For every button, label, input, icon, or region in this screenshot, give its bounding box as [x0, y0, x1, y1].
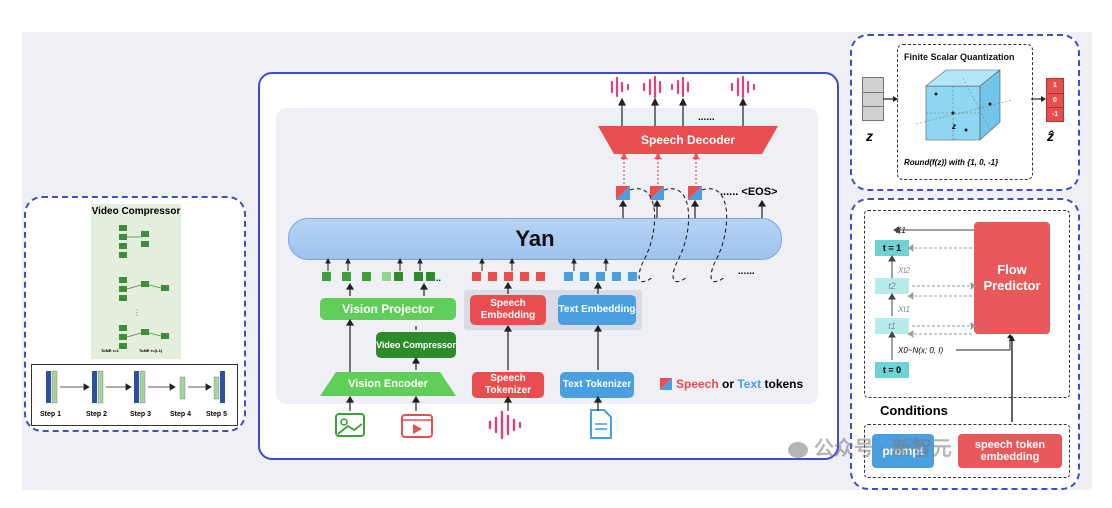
z-cell-2	[863, 93, 883, 107]
speech-embedding-box: Speech Embedding	[470, 295, 546, 325]
vision-arrows	[345, 282, 429, 372]
step-5-label: Step 5	[206, 411, 228, 418]
fsq-title: Finite Scalar Quantization	[904, 52, 1015, 62]
steps-strip: Step 1 Step 2 Step 3 Step 4 Step 5	[31, 364, 238, 426]
z-cell-1	[863, 78, 883, 93]
text-embedding-label: Text Embedding	[558, 304, 636, 315]
vision-encoder-label: Vision Encoder	[348, 378, 428, 390]
input-up-arrows	[345, 396, 603, 411]
vision-projector-box: Vision Projector	[320, 298, 456, 320]
conditions-title: Conditions	[880, 403, 948, 418]
audio-wave-icon	[488, 410, 522, 440]
fsq-inner-box	[897, 44, 1033, 180]
speech-tokenizer-label: Speech Tokenizer	[485, 373, 531, 396]
vision-encoder-shape	[320, 372, 456, 396]
fsq-formula: Round(f(z)) with {1, 0, -1}	[904, 158, 999, 167]
legend-or: or	[718, 377, 738, 391]
speech-token-embedding-box: speech token embedding	[958, 434, 1062, 468]
compressor-blocks: ⋮	[119, 225, 169, 349]
video-compressor-box-label: Video Compressor	[376, 340, 456, 350]
svg-text:⋮: ⋮	[133, 308, 141, 317]
tome-right-label: ToME r=(t-1)	[139, 348, 163, 353]
tt1-label: t1	[888, 321, 896, 331]
decoder-output-arrows	[618, 98, 747, 126]
output-tokens	[616, 186, 702, 200]
legend-text: Speech or Text tokens	[676, 377, 803, 391]
svg-text:..: ..	[436, 273, 441, 283]
speech-decoder-label: Speech Decoder	[640, 133, 736, 147]
video-compressor-figure: Video Compressor ⋮ ToME r=1 ToME r=(t-1)	[91, 204, 181, 359]
eos-label: ...... <EOS>	[720, 186, 778, 198]
flow-predictor-label: Flow Predictor	[983, 262, 1041, 293]
xt2-label: Xt2	[898, 266, 911, 275]
t2-label: t2	[888, 281, 896, 291]
zhat-label: ẑ	[1047, 128, 1054, 144]
tt1-box: t1	[875, 318, 909, 334]
image-icon	[335, 413, 365, 437]
step-4-label: Step 4	[170, 411, 192, 418]
z-arrow	[883, 96, 898, 102]
yan-model-bar: Yan	[288, 218, 782, 260]
zhat-arrow	[1031, 96, 1046, 102]
yan-model-label: Yan	[515, 226, 555, 251]
input-token-row: ..	[322, 272, 637, 283]
tokenizer-arrows	[503, 282, 603, 370]
cube-z-label: z	[952, 122, 956, 131]
legend-split-token	[660, 378, 672, 390]
token-row-dots: ......	[738, 266, 755, 277]
speech-decoder-shape	[598, 126, 778, 154]
wechat-icon	[788, 441, 808, 458]
video-compressor-title: Video Compressor	[91, 206, 181, 217]
conditions-arrow	[1009, 335, 1015, 422]
output-waveforms	[610, 75, 756, 99]
t0-label: t = 0	[882, 365, 902, 375]
step-2-label: Step 2	[86, 411, 108, 418]
speech-token-embedding-label: speech token embedding	[974, 439, 1046, 463]
x0-label: X0~N(x; 0, I)	[898, 346, 944, 355]
watermark: 公众号 · 新智元	[788, 432, 952, 461]
vision-projector-label: Vision Projector	[342, 302, 434, 316]
zhat-value-2: 0	[1047, 94, 1063, 108]
legend-text-word: Text	[737, 377, 762, 391]
legend-speech: Speech	[676, 377, 719, 391]
watermark-text: 公众号 · 新智元	[814, 438, 952, 460]
fsq-cube	[916, 69, 1013, 141]
tome-left-label: ToME r=1	[101, 348, 119, 353]
video-compressor-box: Video Compressor	[376, 332, 456, 358]
text-tokenizer-label: Text Tokenizer	[562, 379, 632, 390]
xt1-label: Xt1	[898, 305, 911, 314]
zhat-value-1: 1	[1047, 79, 1063, 94]
speech-tokenizer-box: Speech Tokenizer	[472, 372, 544, 398]
decoder-dots: ......	[698, 112, 715, 123]
text-tokenizer-box: Text Tokenizer	[560, 372, 634, 398]
t1-label: t = 1	[882, 243, 902, 253]
t0-box: t = 0	[875, 362, 909, 378]
yan-output-arrows	[618, 200, 767, 218]
speech-embedding-label: Speech Embedding	[480, 298, 536, 321]
step-1-label: Step 1	[40, 411, 62, 418]
flow-predictor-box: Flow Predictor	[974, 222, 1050, 334]
zhat-value-3: -1	[1051, 111, 1059, 118]
zhat-vector: 1 0 -1	[1046, 78, 1064, 122]
t2-box: t2	[875, 278, 909, 294]
document-icon	[590, 409, 612, 439]
z-label: z	[866, 128, 873, 144]
text-embedding-box: Text Embedding	[558, 295, 636, 325]
flow-arrows	[888, 226, 977, 360]
autoregressive-loops	[629, 188, 728, 283]
prompt-label: prompt	[882, 444, 924, 458]
steps-graphic	[46, 370, 225, 404]
legend-tokens: tokens	[761, 377, 804, 391]
decoder-input-arrows	[620, 152, 700, 184]
z-cell-3	[863, 107, 883, 120]
step-3-label: Step 3	[130, 411, 152, 418]
prompt-box: prompt	[872, 434, 934, 468]
conditions-box	[864, 424, 1070, 478]
flow-inner-box	[864, 210, 1070, 398]
z-vector	[862, 77, 884, 121]
yan-input-arrows	[325, 258, 609, 271]
video-icon	[401, 414, 433, 438]
t1-box: t = 1	[875, 240, 909, 256]
